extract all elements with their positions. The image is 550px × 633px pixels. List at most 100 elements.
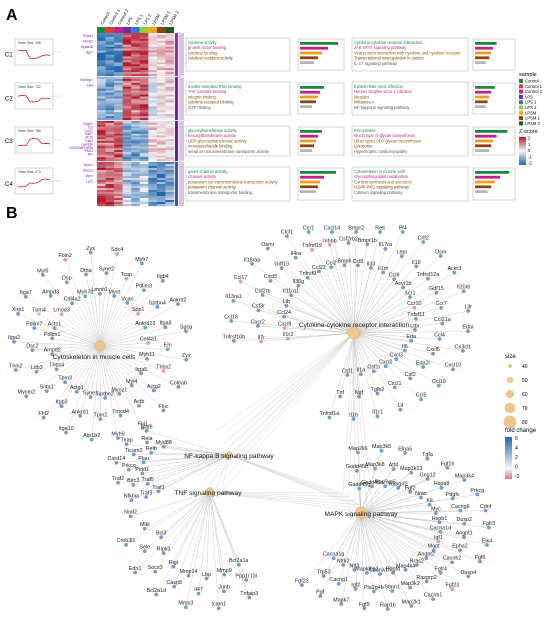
size-legend-circle [505, 389, 515, 399]
gene-node [378, 230, 382, 234]
heatmap-cell [148, 176, 158, 179]
gene-node [32, 326, 37, 330]
heatmap-cell [139, 100, 149, 103]
gene-node [375, 391, 380, 396]
gene-node-label: Tgfb2 [371, 387, 385, 393]
gene-node-label: Nfkbia [124, 494, 139, 500]
gene-node [16, 311, 21, 316]
heatmap-cell [148, 172, 158, 175]
gene-node [156, 489, 161, 494]
go-bar [300, 42, 338, 45]
heatmap-cell [148, 98, 158, 101]
gene-node [139, 371, 144, 376]
gene-node [414, 264, 419, 269]
heatmap-cell [122, 94, 132, 97]
go-bar [300, 190, 316, 193]
heatmap-cell [148, 84, 158, 87]
heatmap-cell [156, 102, 166, 105]
gene-node [44, 389, 49, 394]
heatmap-cell [114, 170, 123, 173]
network-edge [353, 278, 429, 334]
network-edge [353, 332, 395, 388]
kegg-bar [475, 61, 486, 64]
heatmap-cell [131, 204, 140, 207]
gene-node-label: Xirp1 [12, 307, 25, 313]
gene-node [24, 394, 29, 399]
gene-node [321, 574, 326, 578]
network-edge [134, 491, 211, 573]
heatmap-cell [97, 180, 106, 183]
gene-node [114, 460, 119, 465]
heatmap-cell [139, 124, 149, 127]
gene-node [421, 240, 426, 244]
sample-legend-swatch [519, 121, 523, 126]
heatmap-cell [139, 194, 149, 197]
heatmap-cell [122, 102, 132, 105]
heatmap-cell [131, 194, 140, 197]
heatmap-cell [131, 110, 140, 113]
heatmap-cell [122, 139, 132, 142]
heatmap-cell [97, 78, 106, 82]
gene-node [341, 563, 346, 567]
gene-node-label: Tnfrsf12a [417, 272, 440, 278]
gene-node-label: Acvr1b [395, 281, 412, 287]
fold-tick-label: 6 [515, 436, 518, 442]
heatmap-cell [97, 96, 106, 99]
heatmap-cell [97, 128, 106, 131]
kegg-term-label: Cytokine-cytokine receptor interaction [354, 40, 423, 45]
gene-node [48, 294, 53, 298]
heatmap-cell [105, 94, 115, 97]
heatmap-cell [97, 186, 106, 189]
heatmap-cell [114, 100, 123, 103]
network-edge [43, 345, 101, 418]
gene-node [316, 269, 321, 274]
go-term-label: TAP complex binding [188, 89, 227, 94]
network-edge [331, 267, 355, 334]
gene-node-label: Sptbn4 [149, 300, 166, 306]
heatmap-cell [97, 60, 106, 63]
gene-node-label: Gadd45g [348, 482, 370, 488]
heatmap-cell [139, 56, 149, 59]
heatmap-cell [97, 133, 106, 136]
heatmap-cell [122, 108, 132, 111]
kegg-term-label: Mucin type O-glycan biosynthesis [354, 133, 415, 138]
gene-node [141, 460, 146, 465]
gene-node [391, 571, 395, 575]
network-edge [262, 294, 355, 334]
heatmap-cell [122, 56, 132, 59]
heatmap-cell [156, 124, 166, 127]
heatmap-cell [148, 190, 158, 193]
heatmap-cell [156, 38, 166, 42]
heatmap-cell [148, 150, 158, 153]
gene-node [352, 567, 357, 572]
heatmap-cell [131, 68, 140, 71]
heatmap-cell [105, 34, 115, 38]
gene-node-label: Angpt2 [418, 552, 435, 558]
gene-node-label: Zyx [86, 246, 95, 252]
heatmap-cell [131, 124, 140, 127]
heatmap-cell [131, 178, 140, 181]
kegg-term-label: JAK-STAT signaling pathway [354, 45, 407, 50]
gene-node [247, 595, 252, 600]
heatmap-cell [105, 100, 115, 103]
heatmap-cell [97, 148, 106, 151]
heatmap-cell [105, 192, 115, 195]
gene-node-label: Fgf2 [405, 485, 416, 491]
heatmap-cell [139, 176, 149, 179]
heatmap-cell [114, 102, 123, 105]
gene-node [338, 394, 343, 399]
network-edge [353, 332, 362, 375]
heatmap-cell [131, 56, 140, 59]
heatmap-cell [156, 80, 166, 84]
gene-node [149, 450, 154, 455]
heatmap-cell [122, 36, 132, 40]
network-edge [360, 512, 465, 538]
heatmap-cell [114, 56, 123, 59]
network-edge [355, 512, 362, 590]
go-bar [300, 90, 320, 94]
network-edge [144, 491, 211, 529]
heatmap-cell [148, 121, 158, 124]
gene-node [151, 388, 156, 393]
gene-node-label: Pf4 [399, 225, 407, 231]
gene-node [408, 295, 412, 299]
